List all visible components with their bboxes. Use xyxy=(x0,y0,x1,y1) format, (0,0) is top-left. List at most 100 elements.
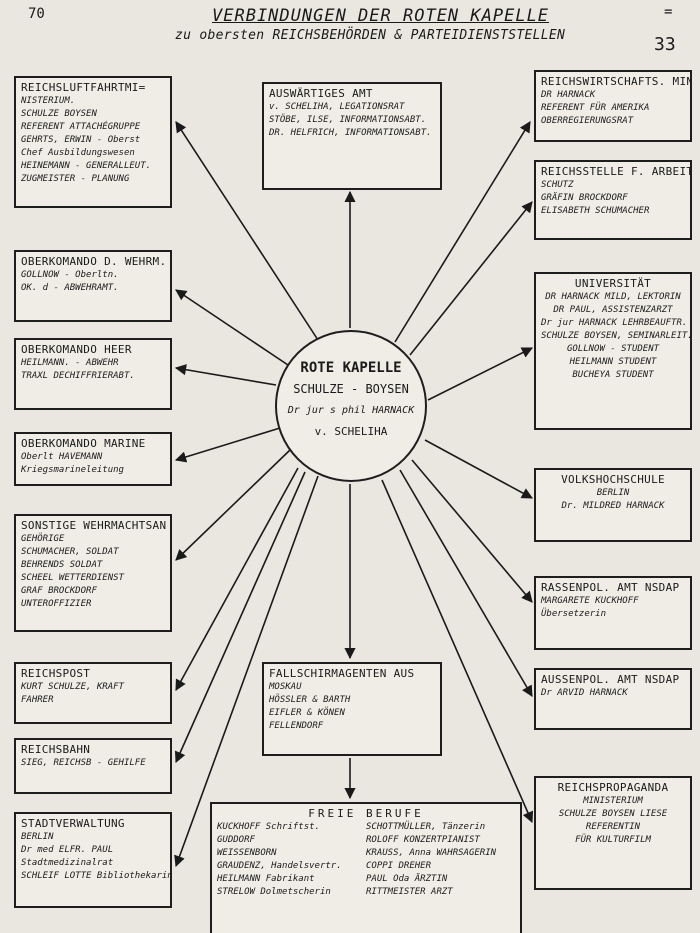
arrow-to-oberkommando-marine xyxy=(174,427,281,463)
arrow-to-reichsstelle-arbeitsschutz xyxy=(409,201,533,356)
center-node-rote-kapelle: ROTE KAPELLE SCHULZE - BOYSEN Dr jur s p… xyxy=(275,330,427,482)
box-line: BEHRENDS SOLDAT xyxy=(21,560,103,570)
box-heading: REICHSSTELLE F. ARBEITS- xyxy=(541,165,692,178)
freie-berufe-entry: WEISSENBORN xyxy=(217,848,277,858)
box-line: FELLENDORF xyxy=(269,721,324,731)
box-heading: REICHSPROPAGANDA xyxy=(557,781,669,794)
box-reichspost: REICHSPOST KURT SCHULZE, KRAFT FAHRER xyxy=(14,662,172,724)
box-reichspropagandaministerium: REICHSPROPAGANDA MINISTERIUM SCHULZE BOYSE… xyxy=(534,776,692,890)
arrow-to-sonstige-wehrmacht xyxy=(175,449,291,561)
box-reichsluftfahrtministerium: REICHSLUFTFAHRTMI= NISTERIUM. SCHULZE BOYS… xyxy=(14,76,172,208)
box-line: GRÄFIN BROCKDORF xyxy=(541,193,628,203)
box-line: UNTEROFFIZIER xyxy=(21,599,92,609)
box-line: SCHUTZ xyxy=(541,180,574,190)
arrow-to-reichspost xyxy=(175,467,299,691)
freie-berufe-entry: GRAUDENZ, Handelsvertr. xyxy=(217,861,342,871)
box-heading: UNIVERSITÄT xyxy=(574,277,652,290)
freie-berufe-entry: SCHOTTMÜLLER, Tänzerin xyxy=(366,822,486,832)
box-heading: REICHSPOST xyxy=(21,667,91,680)
center-line: ROTE KAPELLE xyxy=(300,360,402,376)
box-volkshochschule-berlin: VOLKSHOCHSCHULE BERLIN Dr. MILDRED HARNACK xyxy=(534,468,692,542)
box-line: Dr. MILDRED HARNACK xyxy=(561,501,665,511)
freie-berufe-entry: GUDDORF xyxy=(217,835,255,845)
box-line: FAHRER xyxy=(21,695,54,705)
box-heading: STADTVERWALTUNG xyxy=(21,817,125,830)
box-line: BERLIN xyxy=(596,488,630,498)
box-auswaertiges-amt: AUSWÄRTIGES AMT v. SCHELIHA, LEGATIONSRAT… xyxy=(262,82,442,190)
freie-berufe-title: FREIE BERUFE xyxy=(308,807,424,820)
box-line: Dr ARVID HARNACK xyxy=(541,688,628,698)
page-mark-right: = xyxy=(664,4,673,20)
box-line: GOLLNOW - STUDENT xyxy=(566,344,660,354)
box-line: FÜR KULTURFILM xyxy=(575,835,651,845)
box-line: Dr med ELFR. PAUL xyxy=(21,845,114,855)
box-line: EIFLER & KÖNEN xyxy=(269,708,345,718)
freie-berufe-entry: STRELOW Dolmetscherin xyxy=(217,887,331,897)
arrow-to-aussenpolitisches-amt xyxy=(399,469,533,697)
box-heading: REICHSLUFTFAHRTMI= xyxy=(21,81,146,94)
box-line: MARGARETE KUCKHOFF xyxy=(541,596,639,606)
arrow-to-reichsbahn xyxy=(174,471,306,764)
box-line: GEHRTS, ERWIN - Oberst xyxy=(21,135,141,145)
freie-berufe-entry: KRAUSS, Anna WAHRSAGERIN xyxy=(366,848,497,858)
arrow-to-universitaet xyxy=(427,347,534,401)
box-line: HÖSSLER & BARTH xyxy=(269,695,351,705)
box-line: HEILMANN STUDENT xyxy=(569,357,657,367)
box-line: DR PAUL, ASSISTENZARZT xyxy=(553,305,673,315)
box-line: KURT SCHULZE, KRAFT xyxy=(21,682,124,692)
box-line: OBERREGIERUNGSRAT xyxy=(541,116,634,126)
box-line: ZUGMEISTER - PLANUNG xyxy=(21,174,130,184)
center-line: Dr jur s phil HARNACK xyxy=(287,405,415,416)
center-line: v. SCHELIHA xyxy=(314,425,388,438)
arrow-to-reichswirtschaftsministerium xyxy=(394,121,531,343)
box-heading: AUSSENPOL. AMT NSDAP xyxy=(541,673,680,686)
box-freie-berufe: FREIE BERUFE KUCKHOFF Schriftst. GUDDORF W… xyxy=(210,802,522,933)
box-line: Kriegsmarineleitung xyxy=(21,465,124,475)
box-oberkommando-wehrmacht: OBERKOMANDO D. WEHRM.GOLLNOW - Oberltn.O… xyxy=(14,250,172,322)
arrow-to-reichspropagandaministerium xyxy=(381,479,534,824)
arrow-to-oberkommando-heer xyxy=(174,364,277,386)
box-heading: VOLKSHOCHSCHULE xyxy=(561,473,665,486)
box-line: NISTERIUM. xyxy=(21,96,76,106)
box-line: GOLLNOW - Oberltn. xyxy=(21,270,119,280)
center-line: SCHULZE - BOYSEN xyxy=(293,382,409,396)
box-line: DR HARNACK xyxy=(541,90,596,100)
box-line: MINISTERIUM xyxy=(583,796,643,806)
arrow-to-oberkommando-wehrmacht xyxy=(175,289,289,366)
box-heading: OBERKOMANDO D. WEHRM. xyxy=(21,255,167,268)
box-line: MOSKAU xyxy=(269,682,302,692)
box-line: SCHULZE BOYSEN, SEMINARLEIT. xyxy=(541,331,692,341)
box-line: BERLIN xyxy=(21,832,54,842)
box-line: REFERENT FÜR AMERIKA xyxy=(541,103,650,113)
box-reichsstelle-arbeitsschutz: REICHSSTELLE F. ARBEITS- SCHUTZ GRÄFIN BRO… xyxy=(534,160,692,240)
freie-berufe-entry: COPPI DREHER xyxy=(366,861,432,871)
arrow-to-volkshochschule xyxy=(424,439,533,499)
box-line: v. SCHELIHA, LEGATIONSRAT xyxy=(269,102,405,112)
freie-berufe-left-column: KUCKHOFF Schriftst. GUDDORF WEISSENBORN GRA… xyxy=(217,821,366,899)
freie-berufe-entry: PAUL Oda ÄRZTIN xyxy=(366,874,448,884)
box-line: SCHEEL WETTERDIENST xyxy=(21,573,124,583)
box-line: SCHULZE BOYSEN LIESE xyxy=(558,809,668,819)
box-line: TRAXL DECHIFFRIERABT. xyxy=(21,371,135,381)
box-line: ELISABETH SCHUMACHER xyxy=(541,206,650,216)
box-aussenpolitisches-amt: AUSSENPOL. AMT NSDAP Dr ARVID HARNACK xyxy=(534,668,692,730)
box-heading: SONSTIGE WEHRMACHTSAN xyxy=(21,519,167,532)
box-line: SCHLEIF LOTTE Bibliothekarin xyxy=(21,871,172,881)
box-line: HEINEMANN - GENERALLEUT. xyxy=(21,161,152,171)
box-heading: AUSWÄRTIGES AMT xyxy=(269,87,373,100)
box-line: SCHULZE BOYSEN xyxy=(21,109,97,119)
box-line: SIEG, REICHSB - GEHILFE xyxy=(21,758,146,768)
freie-berufe-entry: KUCKHOFF Schriftst. xyxy=(217,822,320,832)
box-line: STÖBE, ILSE, INFORMATIONSABT. xyxy=(269,115,427,125)
